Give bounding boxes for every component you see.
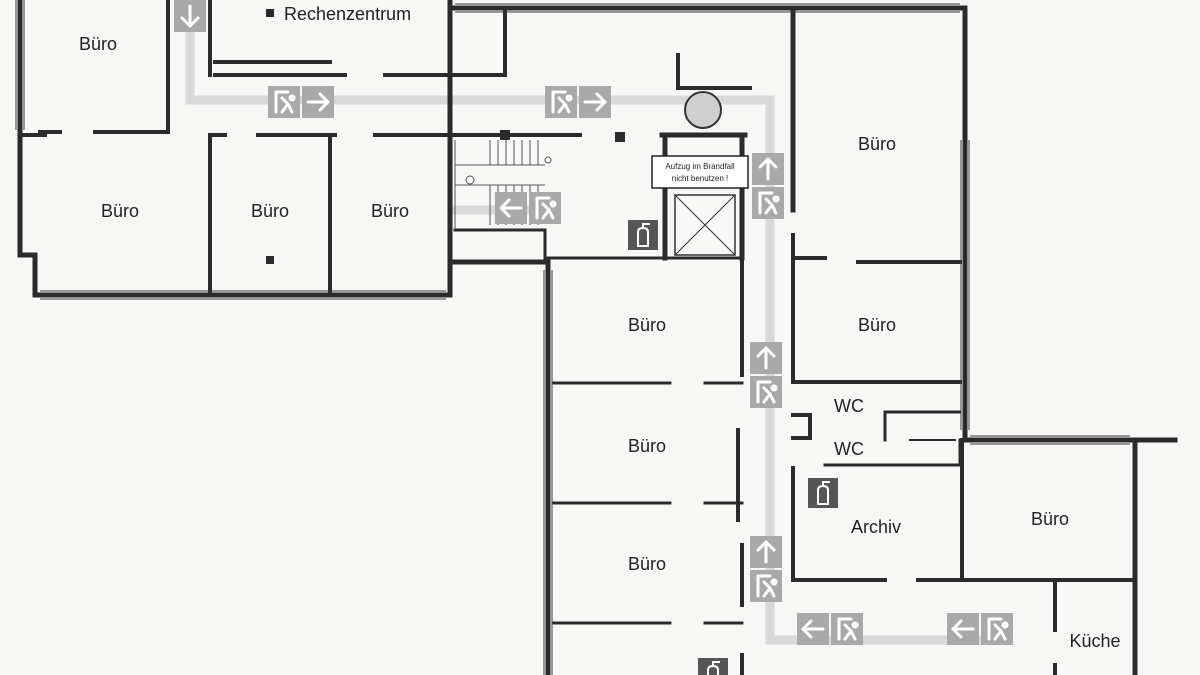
elevator-notice-line1: Aufzug im Brandfall xyxy=(665,162,735,171)
room-label-buero-right-mid: Büro xyxy=(858,315,896,335)
room-labels: Rechenzentrum Büro Büro Büro Büro Büro B… xyxy=(79,4,1121,651)
room-label-kueche: Küche xyxy=(1069,631,1120,651)
room-label-archiv: Archiv xyxy=(851,517,901,537)
windows xyxy=(15,0,1130,675)
emergency-exit-sign-icon xyxy=(748,534,784,570)
room-label-buero-bottom-right: Büro xyxy=(1031,509,1069,529)
room-label-buero-center-1: Büro xyxy=(628,315,666,335)
pillar-markers xyxy=(266,9,625,264)
emergency-exit-sign-icon xyxy=(300,84,336,120)
room-label-wc-1: WC xyxy=(834,396,864,416)
emergency-exit-sign-icon xyxy=(577,84,613,120)
fire-extinguisher-icon xyxy=(627,219,659,251)
emergency-exit-sign-icon xyxy=(527,190,563,226)
fire-extinguisher-icon xyxy=(697,657,729,675)
emergency-exit-sign-icon xyxy=(266,84,302,120)
emergency-exit-sign-icon xyxy=(979,611,1015,647)
escape-route xyxy=(185,30,1010,645)
room-label-rechenzentrum: Rechenzentrum xyxy=(284,4,411,24)
room-label-buero-center-3: Büro xyxy=(628,554,666,574)
emergency-exit-sign-icon xyxy=(795,611,831,647)
room-label-buero-center-2: Büro xyxy=(628,436,666,456)
emergency-exit-sign-icon xyxy=(748,568,784,604)
emergency-exit-sign-icon xyxy=(748,374,784,410)
emergency-exit-sign-icon xyxy=(543,84,579,120)
emergency-exit-sign-icon xyxy=(829,611,865,647)
room-label-buero-top-left: Büro xyxy=(79,34,117,54)
room-label-buero-left-2: Büro xyxy=(251,201,289,221)
emergency-exit-sign-icon xyxy=(748,340,784,376)
emergency-exit-sign-icon xyxy=(493,190,529,226)
round-column-icon xyxy=(684,91,722,129)
room-label-buero-left-3: Büro xyxy=(371,201,409,221)
walls xyxy=(17,0,1178,675)
elevator-shaft-icon xyxy=(674,186,736,256)
elevator-notice-line2: nicht benutzen ! xyxy=(672,174,728,183)
elevator-notice: Aufzug im Brandfall nicht benutzen ! xyxy=(651,155,749,189)
emergency-exit-sign-icon xyxy=(750,185,786,221)
room-label-buero-right-top: Büro xyxy=(858,134,896,154)
room-label-buero-left-1: Büro xyxy=(101,201,139,221)
emergency-exit-sign-icon xyxy=(172,0,208,34)
room-label-wc-2: WC xyxy=(834,439,864,459)
fire-extinguisher-icon xyxy=(807,477,839,509)
emergency-exit-sign-icon xyxy=(750,151,786,187)
emergency-exit-sign-icon xyxy=(945,611,981,647)
